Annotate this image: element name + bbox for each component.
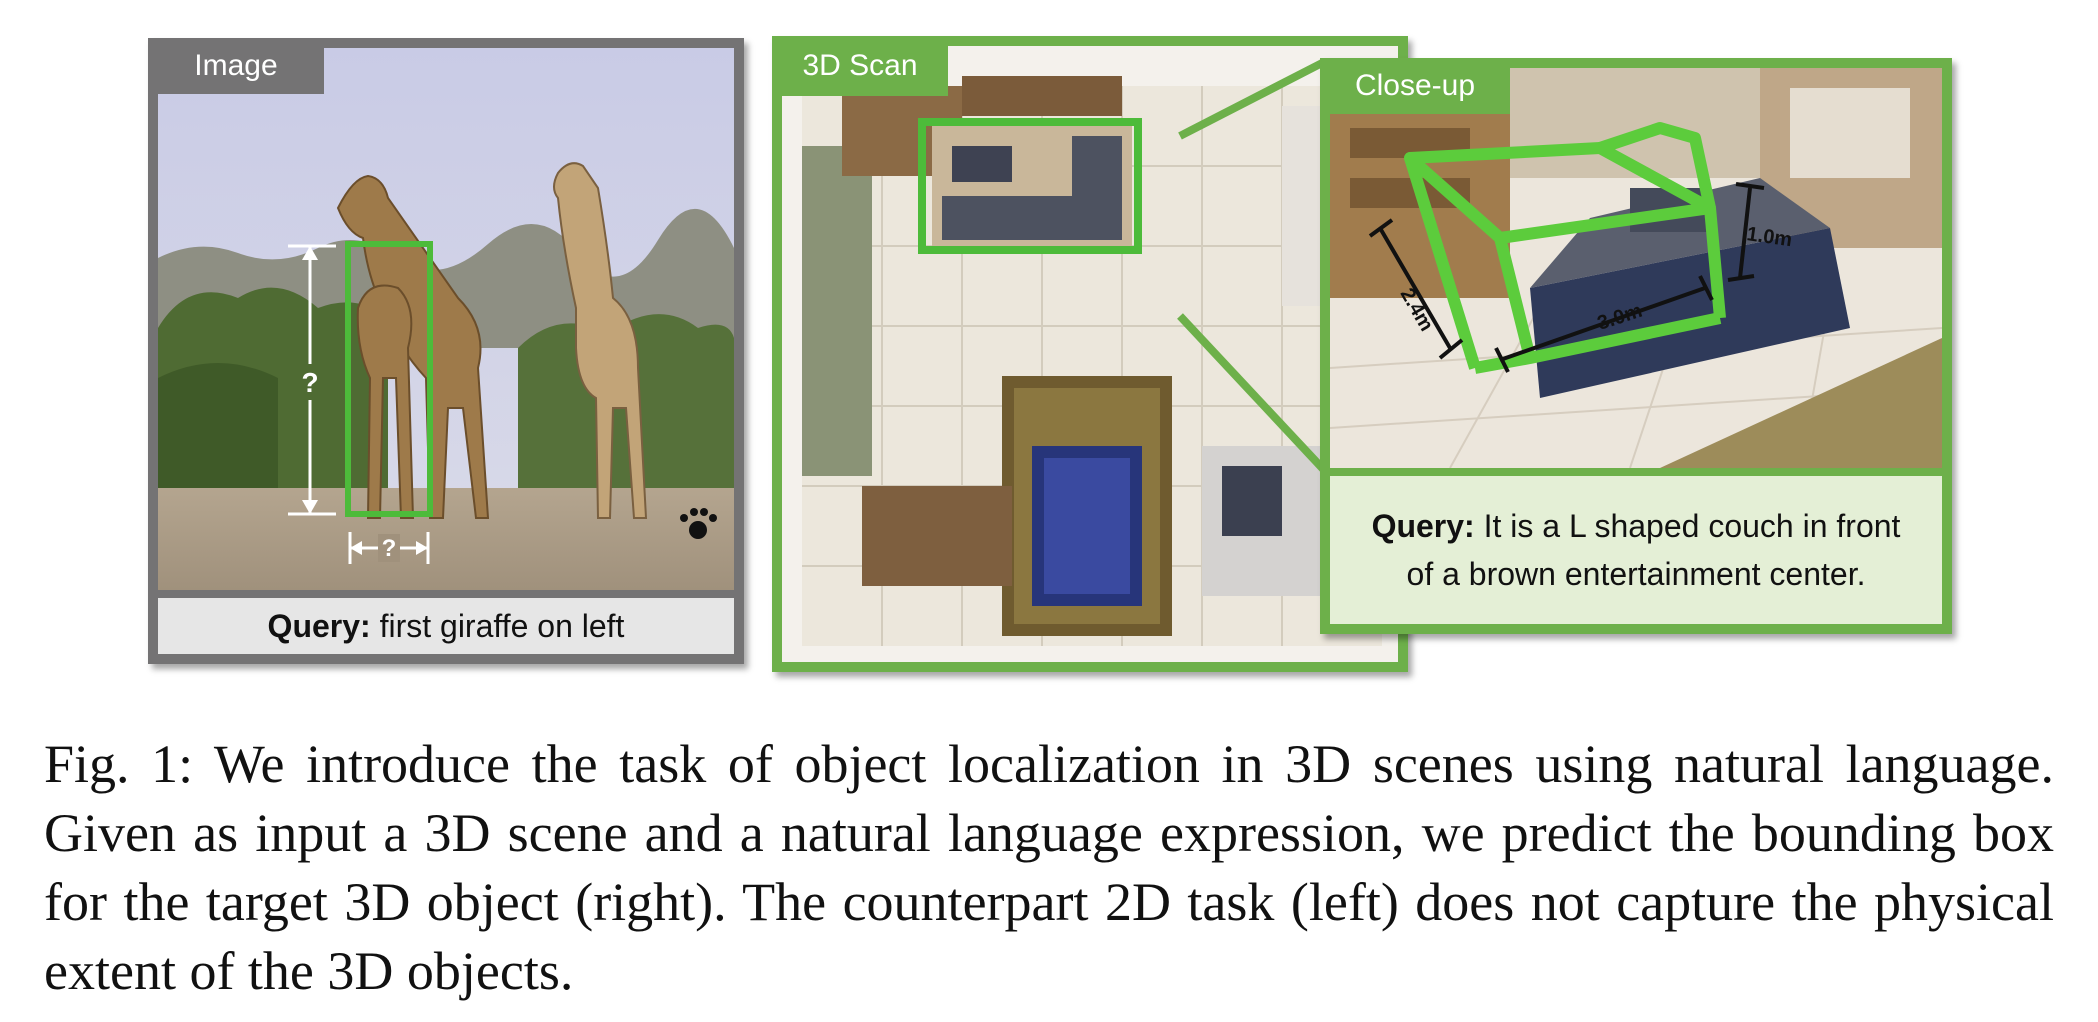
closeup-query: Query: It is a L shaped couch in front o… xyxy=(1330,476,1942,624)
figure: ? ? Image Query: first giraffe on left xyxy=(148,36,1952,672)
caption-text: We introduce the task of object localiza… xyxy=(44,734,2054,1001)
closeup-photo: 2.4m 3.0m 1.0m xyxy=(1330,68,1942,468)
closeup-query-text: It is a L shaped couch in front of a bro… xyxy=(1406,508,1901,592)
giraffe-right xyxy=(553,162,648,519)
width-question: ? xyxy=(382,535,397,562)
closeup-panel: 2.4m 3.0m 1.0m Close-up Query: It is a L… xyxy=(1320,58,1952,634)
closeup-query-label: Query: xyxy=(1371,508,1475,544)
image-tag: Image xyxy=(148,38,324,94)
image-query-text: first giraffe on left xyxy=(370,608,625,644)
figure-caption: Fig. 1: We introduce the task of object … xyxy=(44,730,2054,1006)
scan-tag: 3D Scan xyxy=(772,36,948,96)
scan-scene xyxy=(802,76,1382,646)
giraffe-scene: ? ? xyxy=(158,48,734,590)
image-panel: ? ? Image Query: first giraffe on left xyxy=(148,38,744,664)
image-query-label: Query: xyxy=(267,608,371,644)
height-question: ? xyxy=(301,367,318,398)
image-query: Query: first giraffe on left xyxy=(158,598,734,654)
scan-panel: 3D Scan xyxy=(772,36,1408,672)
closeup-scene: 2.4m 3.0m 1.0m xyxy=(1330,68,1942,468)
giraffe-photo: ? ? xyxy=(158,48,734,590)
caption-label: Fig. 1: xyxy=(44,734,194,794)
closeup-tag: Close-up xyxy=(1320,58,1510,114)
scan-render xyxy=(782,46,1398,662)
